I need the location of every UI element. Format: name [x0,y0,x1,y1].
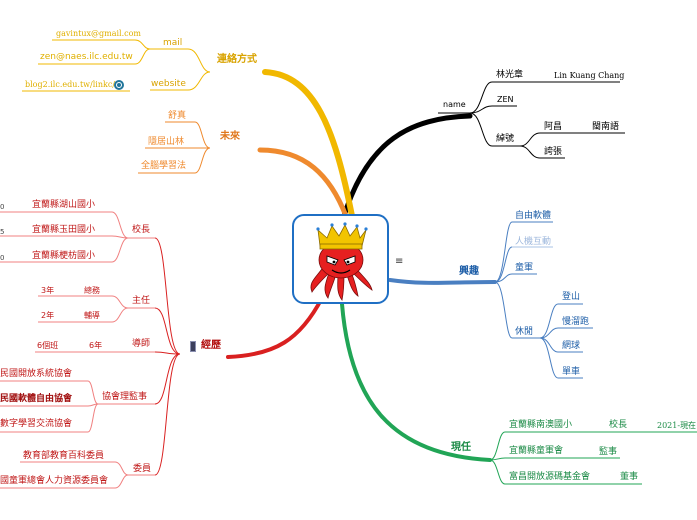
leisure-item[interactable]: 網球 [562,341,581,351]
mail-label[interactable]: mail [163,38,183,48]
now-org[interactable]: 宜蘭縣童軍會 [509,446,564,456]
director-years[interactable]: 2年 [41,311,55,320]
mail-item[interactable]: gavintux@gmail.com [56,29,142,38]
topic-future-label[interactable]: 未來 [220,131,240,142]
director-title[interactable]: 輔導 [84,311,100,320]
now-role[interactable]: 董事 [620,472,639,482]
principal-label[interactable]: 校長 [132,225,151,235]
nickname-item[interactable]: 阿昌 [544,122,563,132]
website-link[interactable]: blog2.ilc.edu.tw/linkc/ [25,80,115,89]
interest-item[interactable]: 人機互動 [515,237,552,247]
topic-career-label[interactable]: 經歷 [201,340,221,351]
menu-lines-icon[interactable]: ≡ [395,256,404,267]
nickname-label[interactable]: 綽號 [496,134,515,144]
now-period[interactable]: 2021-現在 [657,421,697,430]
future-item[interactable]: 全腦學習法 [141,161,187,171]
website-label[interactable]: website [151,79,186,89]
future-item[interactable]: 隱居山林 [148,137,185,147]
principal-school[interactable]: 宜蘭縣玉田國小 [32,225,96,235]
alias-label[interactable]: ZEN [497,95,514,104]
line-numeral-icon: 0 [0,203,5,211]
fullname-value[interactable]: Lin Kuang Chang [554,71,625,80]
topic-contact-label[interactable]: 連絡方式 [217,54,257,65]
now-role[interactable]: 監事 [599,447,618,457]
octopus-king-icon [310,222,373,301]
leisure-item[interactable]: 慢溜跑 [562,317,590,327]
principal-school[interactable]: 宜蘭縣梗枋國小 [32,251,96,261]
leisure-item[interactable]: 登山 [562,292,581,302]
topic-interests-label[interactable]: 興趣 [459,266,479,277]
mentor-class[interactable]: 6個班 [37,341,59,350]
committee-item[interactable]: 國童軍總會人力資源委員會 [0,476,109,486]
topic-now-label[interactable]: 現任 [451,442,471,453]
principal-school[interactable]: 宜蘭縣湖山國小 [32,200,96,210]
future-item[interactable]: 舒真 [168,111,187,121]
association-item[interactable]: 數字學習交流協會 [0,419,73,429]
director-label[interactable]: 主任 [132,296,151,306]
line-numeral-icon: 5 [0,228,5,236]
interest-item[interactable]: 自由軟體 [515,211,552,221]
association-item[interactable]: 民國開放系統協會 [0,369,73,379]
topic-name-label[interactable]: name [443,100,466,109]
nickname-item-note[interactable]: 閩南語 [592,122,620,132]
wordpress-icon [114,80,124,90]
now-org[interactable]: 富昌開放源碼基金會 [509,472,591,482]
interest-item[interactable]: 童軍 [515,263,534,273]
director-title[interactable]: 總務 [84,286,100,295]
leisure-item[interactable]: 單車 [562,367,581,377]
mentor-label[interactable]: 導師 [132,339,151,349]
association-item[interactable]: 民國軟體自由協會 [0,394,73,404]
director-years[interactable]: 3年 [41,286,55,295]
interest-item-leisure[interactable]: 休閒 [515,327,534,337]
fullname-label[interactable]: 林光章 [496,70,524,80]
mail-item[interactable]: zen@naes.ilc.edu.tw [40,52,133,62]
committee-label[interactable]: 委員 [133,464,152,474]
now-role[interactable]: 校長 [609,420,628,430]
line-numeral-icon: 0 [0,254,5,262]
nickname-item[interactable]: 誇張 [544,147,563,157]
association-label[interactable]: 協會理監事 [102,392,148,402]
central-topic-node[interactable] [292,214,389,304]
now-org[interactable]: 宜蘭縣南澳國小 [509,420,573,430]
building-icon [190,341,196,352]
mentor-years[interactable]: 6年 [89,341,103,350]
committee-item[interactable]: 教育部教育百科委員 [23,451,105,461]
